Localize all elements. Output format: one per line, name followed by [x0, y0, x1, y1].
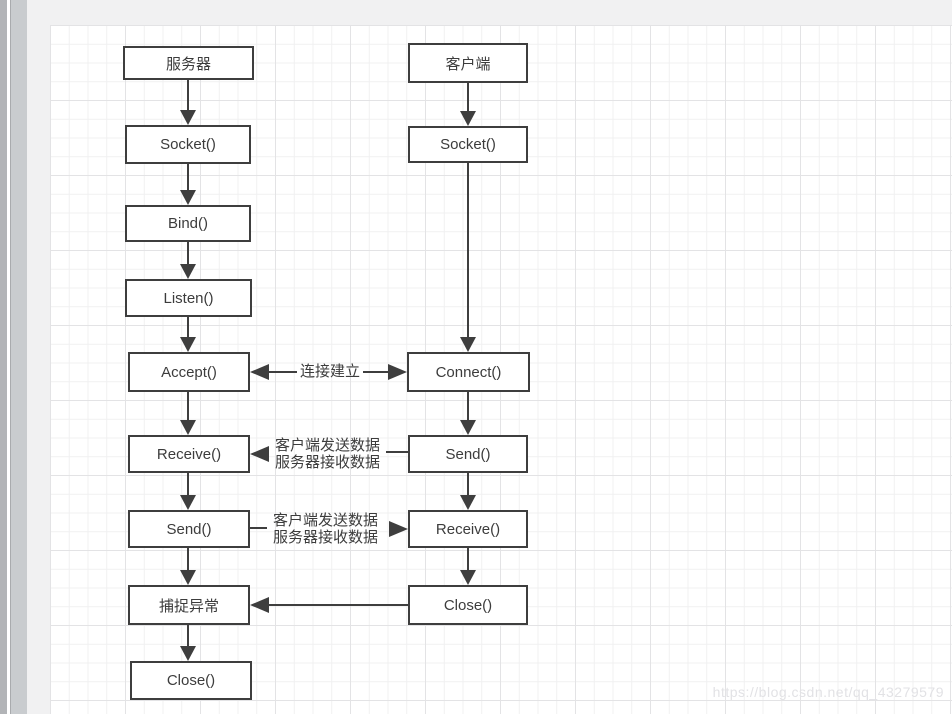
node-client-close: Close(): [408, 585, 528, 625]
outer-left-scrollbar[interactable]: [0, 0, 7, 714]
node-server-title: 服务器: [123, 46, 254, 80]
node-catch-exception: 捕捉异常: [128, 585, 250, 625]
scrollbar-gap: [7, 0, 10, 714]
node-connect: Connect(): [407, 352, 530, 392]
node-client-socket: Socket(): [408, 126, 528, 163]
node-client-title: 客户端: [408, 43, 528, 83]
node-client-receive: Receive(): [408, 510, 528, 548]
inner-left-scrollbar[interactable]: [10, 0, 27, 714]
label-exchange-lower: 客户端发送数据 服务器接收数据: [265, 512, 386, 546]
node-server-send: Send(): [128, 510, 250, 548]
node-client-send: Send(): [408, 435, 528, 473]
node-listen: Listen(): [125, 279, 252, 317]
node-server-socket: Socket(): [125, 125, 251, 164]
node-server-receive: Receive(): [128, 435, 250, 473]
csdn-watermark: https://blog.csdn.net/qq_43279579: [712, 684, 944, 700]
label-exchange-upper: 客户端发送数据 服务器接收数据: [267, 437, 388, 471]
label-connection-established: 连接建立: [299, 363, 360, 380]
label-exchange-upper-line2: 服务器接收数据: [274, 454, 380, 471]
node-bind: Bind(): [125, 205, 251, 242]
node-accept: Accept(): [128, 352, 250, 392]
label-exchange-upper-line1: 客户端发送数据: [274, 437, 380, 454]
node-server-close: Close(): [130, 661, 252, 700]
label-exchange-lower-line1: 客户端发送数据: [272, 512, 378, 529]
label-exchange-lower-line2: 服务器接收数据: [272, 529, 378, 546]
